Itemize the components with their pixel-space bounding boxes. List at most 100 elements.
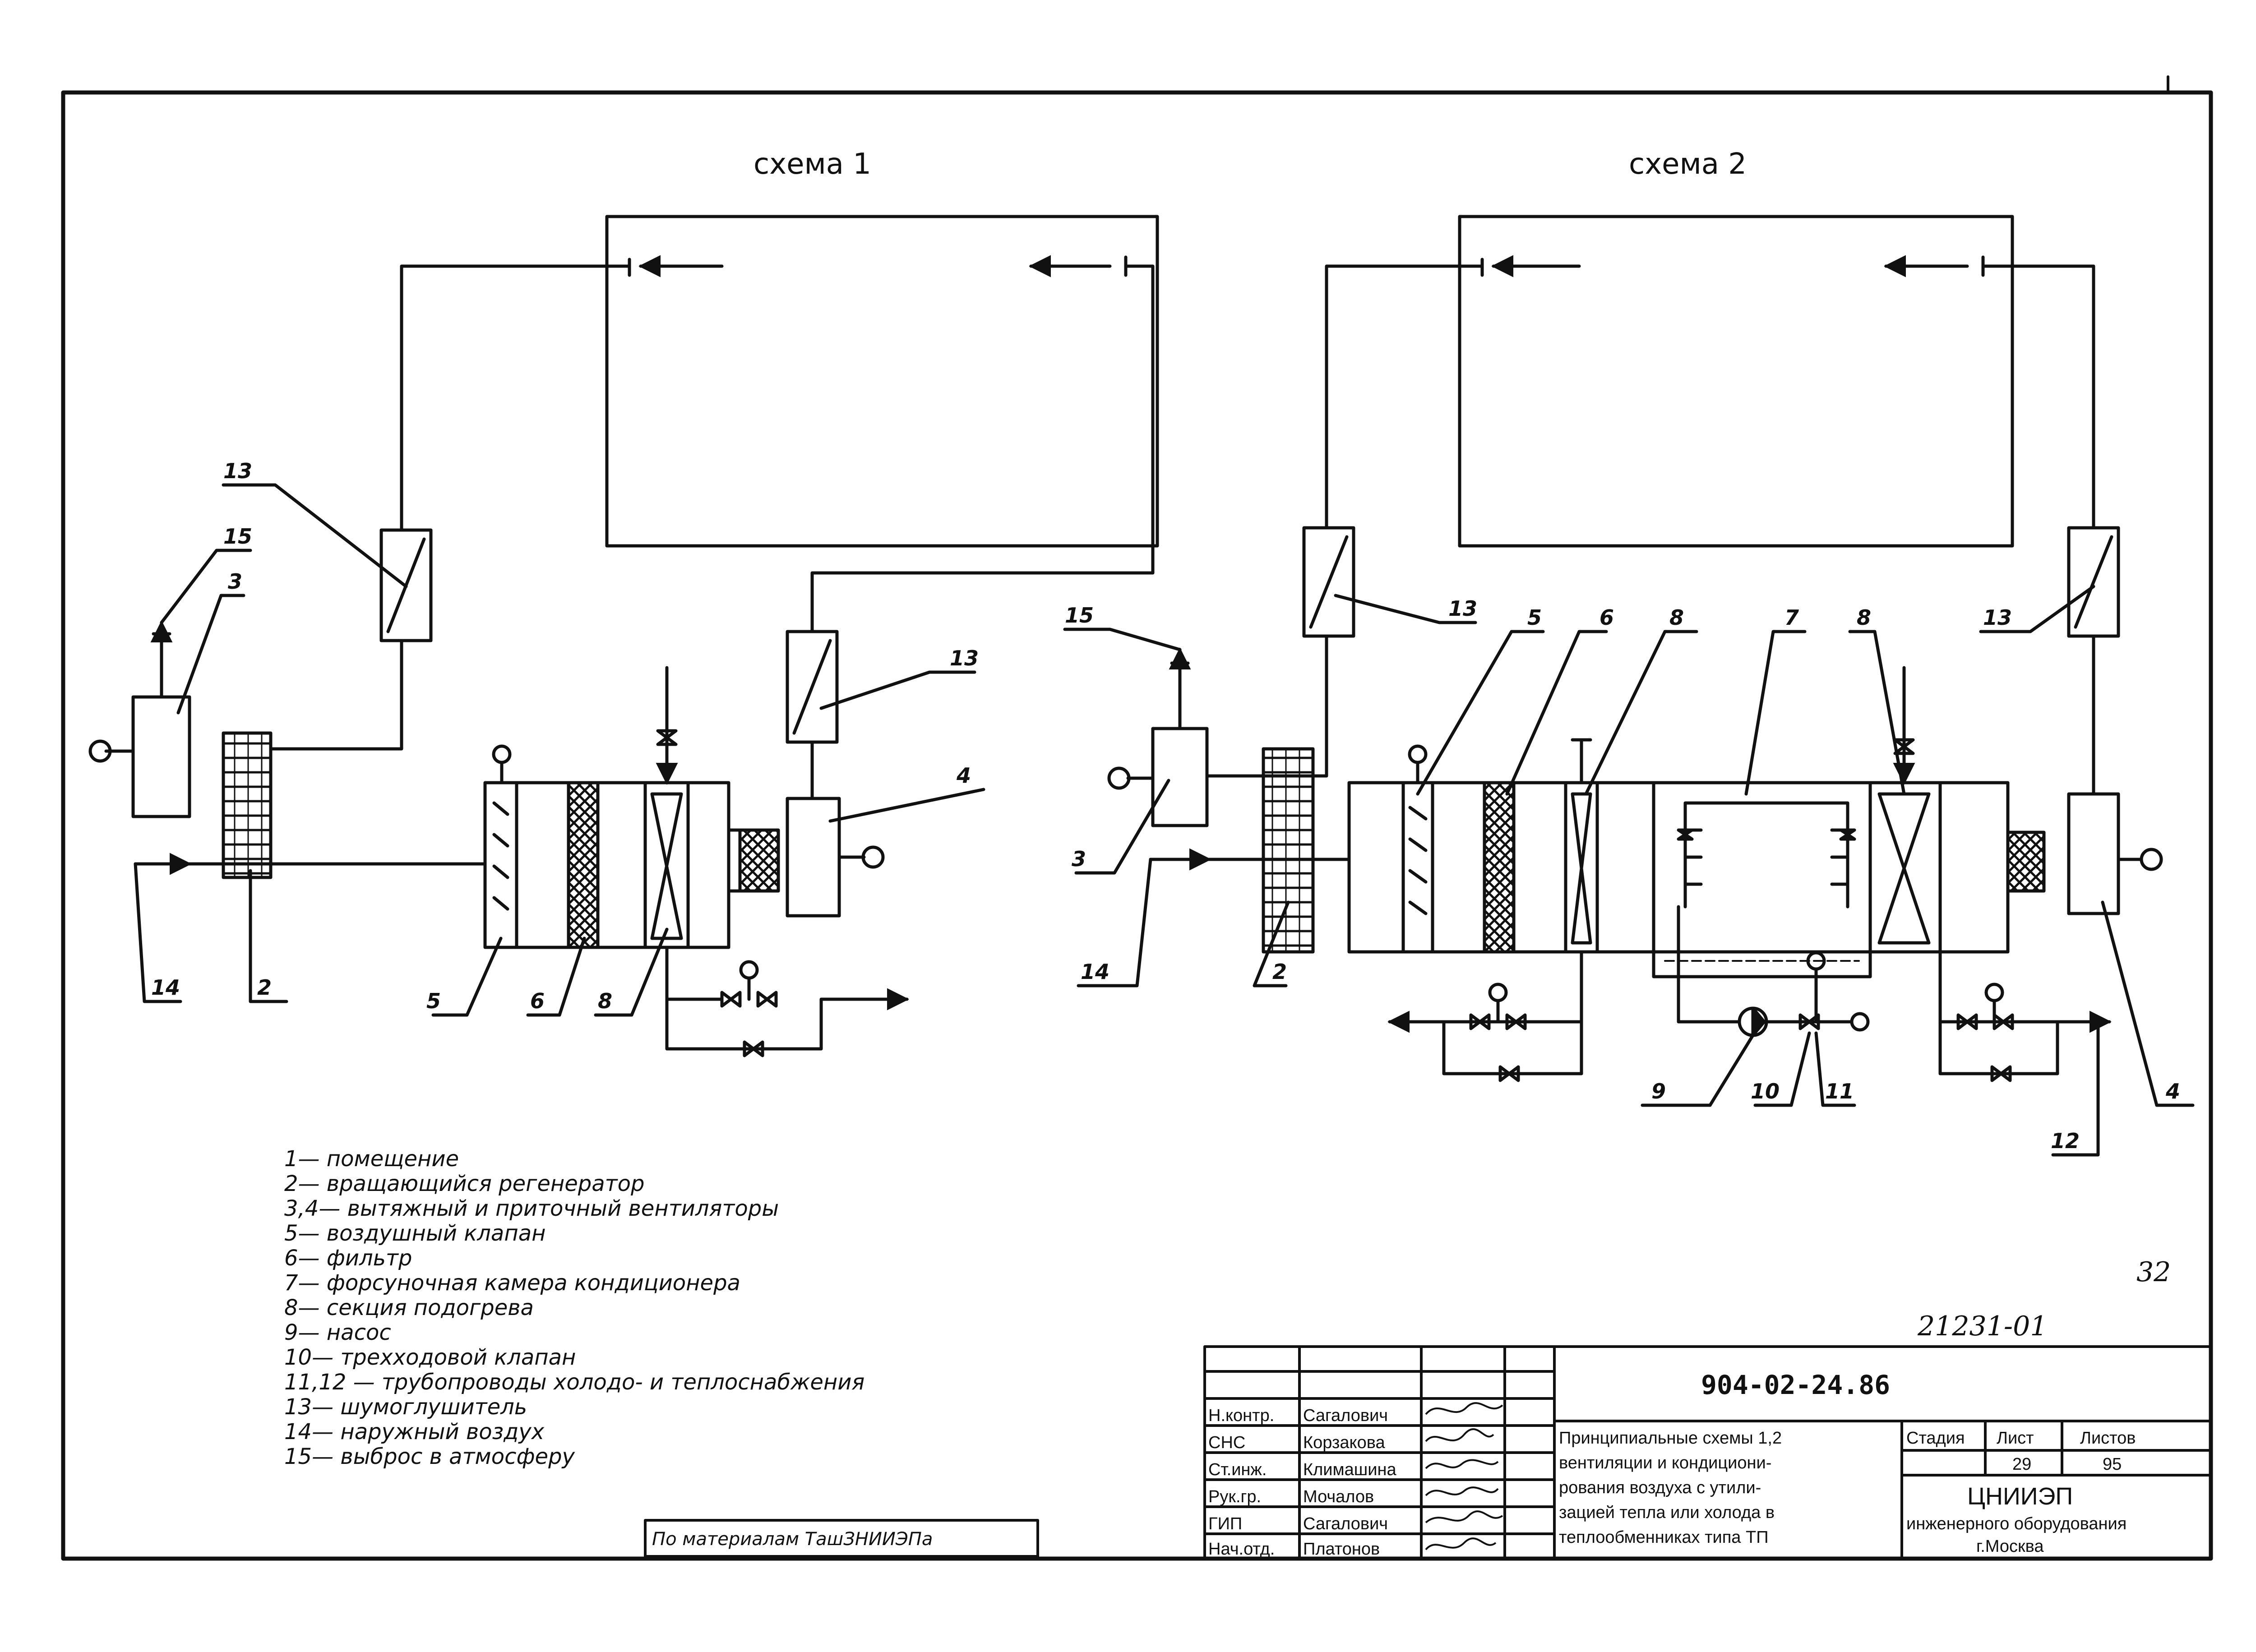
fan-motor-symbol xyxy=(88,739,112,763)
description-line: рования воздуха с утили- xyxy=(1559,1478,1761,1497)
org-city: г.Москва xyxy=(1976,1537,2044,1556)
legend-item: 14— наружный воздух xyxy=(284,1419,545,1444)
leader-13-a xyxy=(222,483,408,588)
callout-label: 14 xyxy=(1081,960,1110,984)
title-description: Принципиальные схемы 1,2 вентиляции и ко… xyxy=(1559,1429,1782,1547)
legend-item: 3,4— вытяжный и приточный вентиляторы xyxy=(284,1196,779,1221)
control-valve-2a xyxy=(1469,1013,1527,1030)
title-block-cols xyxy=(1298,1345,1556,1560)
leader-12 xyxy=(2051,1022,2100,1157)
leader-2 xyxy=(1253,900,1290,988)
callout-label: 3 xyxy=(1072,847,1086,871)
connector-line xyxy=(727,828,742,893)
description-line: вентиляции и кондициони- xyxy=(1559,1454,1771,1472)
callout-label: 10 xyxy=(1751,1079,1780,1103)
leader-15 xyxy=(1063,628,1182,651)
legend-item: 1— помещение xyxy=(284,1146,459,1172)
legend-item: 15— выброс в атмосферу xyxy=(284,1444,575,1469)
legend-item: 5— воздушный клапан xyxy=(284,1221,546,1246)
leader-2 xyxy=(249,869,288,1003)
callout-label: 13 xyxy=(1983,605,2012,630)
callout-label: 6 xyxy=(530,989,545,1013)
callout-label: 8 xyxy=(598,989,612,1013)
stage-label: Стадия xyxy=(1906,1429,1965,1448)
callout-label: 9 xyxy=(1651,1079,1666,1103)
leader-3 xyxy=(176,594,245,715)
bypass-valve-1 xyxy=(743,1040,764,1057)
leader-15 xyxy=(160,549,252,624)
legend-item: 9— насос xyxy=(284,1320,391,1345)
rotary-regenerator-2-s2 xyxy=(1262,747,1315,954)
heating-coil-8-s2b xyxy=(1877,792,1931,945)
description-line: зацией тепла или холода в xyxy=(1559,1503,1775,1522)
room-1-box-s2 xyxy=(1458,215,2014,548)
supply-fan-4-s1 xyxy=(786,797,841,918)
description-line: Принципиальные схемы 1,2 xyxy=(1559,1429,1782,1448)
role-name: Мочалов xyxy=(1303,1487,1374,1506)
control-valve-2b xyxy=(1956,1013,2014,1030)
heating-coil-8-s2a xyxy=(1571,792,1592,945)
air-damper-5-s2 xyxy=(1408,806,1428,915)
callout-label: 13 xyxy=(223,459,252,483)
leader-5 xyxy=(431,937,503,1017)
leader-4 xyxy=(828,788,985,823)
sump-tank xyxy=(1652,950,1872,978)
coil-return-pipe-2b xyxy=(1938,950,2112,1033)
exhaust-fan-3-s2 xyxy=(1151,727,1209,827)
role-name: Климашина xyxy=(1303,1460,1396,1479)
callout-label: 13 xyxy=(950,646,979,670)
bypass-valve-2b xyxy=(1990,1065,2012,1082)
leader-6 xyxy=(526,937,586,1017)
chamber-valve xyxy=(1677,828,1856,841)
role-label: ГИП xyxy=(1208,1514,1242,1533)
role-label: Ст.инж. xyxy=(1208,1460,1267,1479)
leader-7 xyxy=(1744,630,1807,796)
leader-10 xyxy=(1753,1031,1811,1107)
signature xyxy=(1425,1486,1499,1496)
source-note: По материалам ТашЗНИИЭПа xyxy=(652,1529,933,1550)
leader-13-b xyxy=(819,670,976,710)
callout-label: 6 xyxy=(1600,605,1614,630)
signature xyxy=(1425,1428,1494,1442)
callout-label: 13 xyxy=(1448,596,1477,621)
title-block-lines xyxy=(1203,1345,2212,1560)
sheet-frame xyxy=(61,90,2213,1561)
legend-item: 10— трехходовой клапан xyxy=(284,1345,576,1370)
coil-valve-2 xyxy=(1893,738,1915,755)
coil-valve-1 xyxy=(656,729,678,746)
callout-label: 3 xyxy=(228,569,242,594)
role-name: Сагалович xyxy=(1303,1514,1388,1533)
scheme-2 xyxy=(1063,215,2195,1157)
callout-label: 15 xyxy=(1065,603,1094,628)
silencer-diagonal xyxy=(1309,535,1349,629)
role-name: Корзакова xyxy=(1303,1433,1385,1452)
callout-label: 7 xyxy=(1784,605,1799,630)
exhaust-duct-1 xyxy=(269,264,631,751)
page-number: 32 xyxy=(2136,1256,2171,1288)
signature xyxy=(1425,1402,1503,1415)
callout-label: 2 xyxy=(257,975,272,1000)
description-line: теплообменниках типа ТП xyxy=(1559,1528,1769,1547)
exhaust-fan-3-s1 xyxy=(131,695,191,818)
legend: 1— помещение 2— вращающийся регенератор … xyxy=(284,1146,864,1469)
damper-actuator xyxy=(492,744,512,764)
sheet-label: Лист xyxy=(1997,1429,2034,1448)
valve-actuator xyxy=(1850,1012,1870,1032)
coil-bypass-pipe-2a xyxy=(1442,1020,1583,1075)
doc-code: 904-02-24.86 xyxy=(1701,1370,1890,1400)
role-label: Н.контр. xyxy=(1208,1406,1274,1425)
flexible-connector-s1 xyxy=(738,828,780,893)
callout-label: 2 xyxy=(1272,960,1287,984)
filter-6-s1 xyxy=(567,781,600,949)
supply-duct-1 xyxy=(810,264,1155,800)
callout-label: 14 xyxy=(151,975,180,1000)
leader-14 xyxy=(1077,858,1152,988)
role-label: Рук.гр. xyxy=(1208,1487,1261,1506)
valve-actuator xyxy=(1984,983,2004,1002)
inventory-number: 21231-01 xyxy=(1917,1311,2048,1342)
legend-item: 7— форсуночная камера кондиционера xyxy=(284,1270,740,1296)
valve-actuator xyxy=(1806,951,1826,971)
valve-actuator xyxy=(1488,983,1508,1002)
damper-actuator xyxy=(1408,744,1428,764)
